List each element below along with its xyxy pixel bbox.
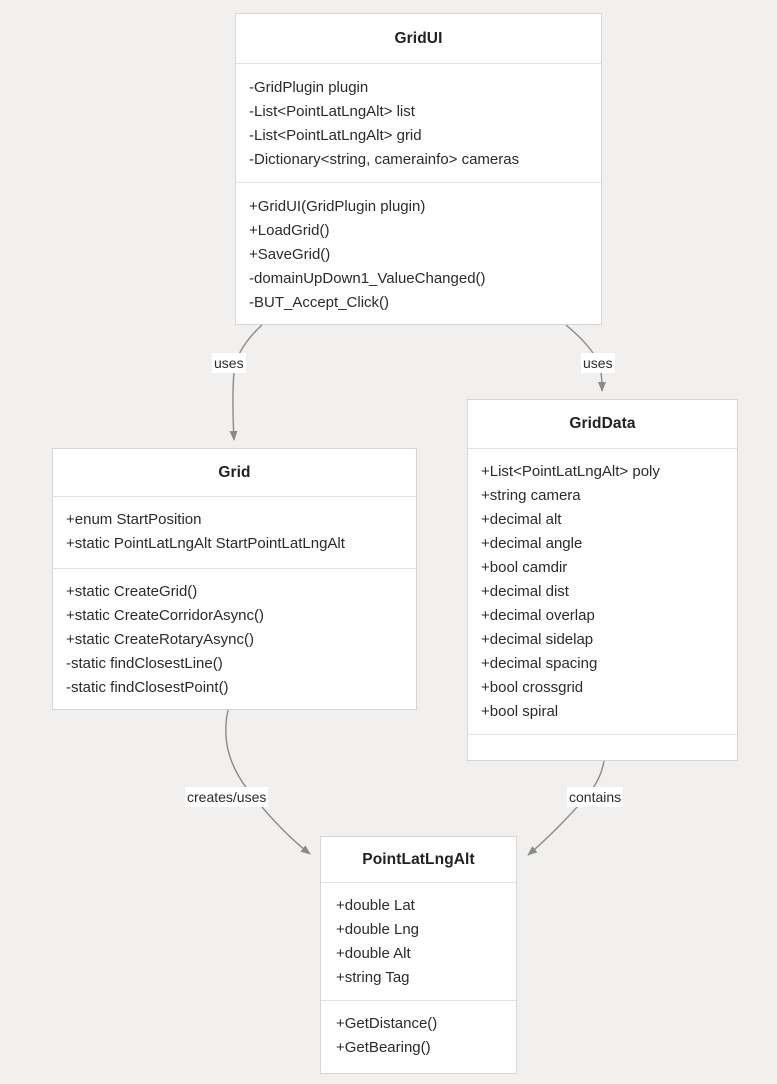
attributes-compartment-grid: +enum StartPosition +static PointLatLngA… bbox=[53, 496, 416, 568]
operation-item: +GetBearing() bbox=[336, 1039, 431, 1056]
attribute-item: +bool spiral bbox=[481, 703, 559, 720]
class-box-grid[interactable]: Grid +enum StartPosition +static PointLa… bbox=[52, 448, 417, 710]
operation-item: +LoadGrid() bbox=[249, 222, 330, 239]
operations-compartment-pointlatlngalt: +GetDistance() +GetBearing() bbox=[321, 1000, 516, 1075]
attribute-item: +string camera bbox=[481, 487, 581, 504]
operations-compartment-grid: +static CreateGrid() +static CreateCorri… bbox=[53, 568, 416, 711]
class-title-gridui: GridUI bbox=[394, 30, 443, 47]
attribute-item: +decimal sidelap bbox=[481, 631, 594, 648]
attribute-item: -List<PointLatLngAlt> grid bbox=[249, 127, 422, 144]
operation-item: -static findClosestLine() bbox=[66, 655, 223, 672]
operation-item: -BUT_Accept_Click() bbox=[249, 294, 390, 311]
edge-gridui-grid bbox=[229, 324, 263, 441]
operation-item: +SaveGrid() bbox=[249, 246, 331, 263]
attributes-compartment-pointlatlngalt: +double Lat +double Lng +double Alt +str… bbox=[321, 882, 516, 1000]
edge-griddata-point bbox=[527, 760, 605, 856]
attribute-item: +string Tag bbox=[336, 969, 410, 986]
attribute-item: +double Alt bbox=[336, 945, 411, 962]
attribute-item: -GridPlugin plugin bbox=[249, 79, 369, 96]
class-box-pointlatlngalt[interactable]: PointLatLngAlt +double Lat +double Lng +… bbox=[320, 836, 517, 1074]
attribute-item: +static PointLatLngAlt StartPointLatLngA… bbox=[66, 535, 345, 552]
edge-grid-point bbox=[225, 709, 311, 855]
edge-label-uses-grid: uses bbox=[212, 353, 246, 373]
attribute-item: +double Lat bbox=[336, 897, 415, 914]
class-box-gridui[interactable]: GridUI -GridPlugin plugin -List<PointLat… bbox=[235, 13, 602, 325]
edge-label-creates-uses: creates/uses bbox=[185, 787, 269, 807]
operations-compartment-griddata bbox=[468, 734, 737, 762]
attribute-item: -Dictionary<string, camerainfo> cameras bbox=[249, 151, 520, 168]
operation-item: +GetDistance() bbox=[336, 1015, 438, 1032]
attribute-item: +bool crossgrid bbox=[481, 679, 584, 696]
edge-label-uses-griddata: uses bbox=[581, 353, 615, 373]
operations-compartment-gridui: +GridUI(GridPlugin plugin) +LoadGrid() +… bbox=[236, 182, 601, 325]
operation-item: +GridUI(GridPlugin plugin) bbox=[249, 198, 426, 215]
attribute-item: +List<PointLatLngAlt> poly bbox=[481, 463, 660, 480]
edge-label-contains: contains bbox=[567, 787, 624, 807]
operation-item: +static CreateGrid() bbox=[66, 583, 198, 600]
attributes-compartment-gridui: -GridPlugin plugin -List<PointLatLngAlt>… bbox=[236, 63, 601, 182]
operation-item: -domainUpDown1_ValueChanged() bbox=[249, 270, 486, 287]
operation-item: +static CreateRotaryAsync() bbox=[66, 631, 254, 648]
attribute-item: +decimal dist bbox=[481, 583, 569, 600]
attribute-item: +double Lng bbox=[336, 921, 419, 938]
operation-item: +static CreateCorridorAsync() bbox=[66, 607, 264, 624]
attributes-compartment-griddata: +List<PointLatLngAlt> poly +string camer… bbox=[468, 448, 737, 734]
class-box-griddata[interactable]: GridData +List<PointLatLngAlt> poly +str… bbox=[467, 399, 738, 761]
attribute-item: +decimal spacing bbox=[481, 655, 598, 672]
attribute-item: +decimal overlap bbox=[481, 607, 595, 624]
attribute-item: +enum StartPosition bbox=[66, 511, 202, 528]
attribute-item: -List<PointLatLngAlt> list bbox=[249, 103, 415, 120]
class-title-grid: Grid bbox=[218, 464, 251, 481]
class-title-pointlatlngalt: PointLatLngAlt bbox=[362, 851, 475, 868]
attribute-item: +decimal alt bbox=[481, 511, 562, 528]
operation-item: -static findClosestPoint() bbox=[66, 679, 229, 696]
attribute-item: +decimal angle bbox=[481, 535, 583, 552]
attribute-item: +bool camdir bbox=[481, 559, 568, 576]
class-title-griddata: GridData bbox=[569, 415, 636, 432]
